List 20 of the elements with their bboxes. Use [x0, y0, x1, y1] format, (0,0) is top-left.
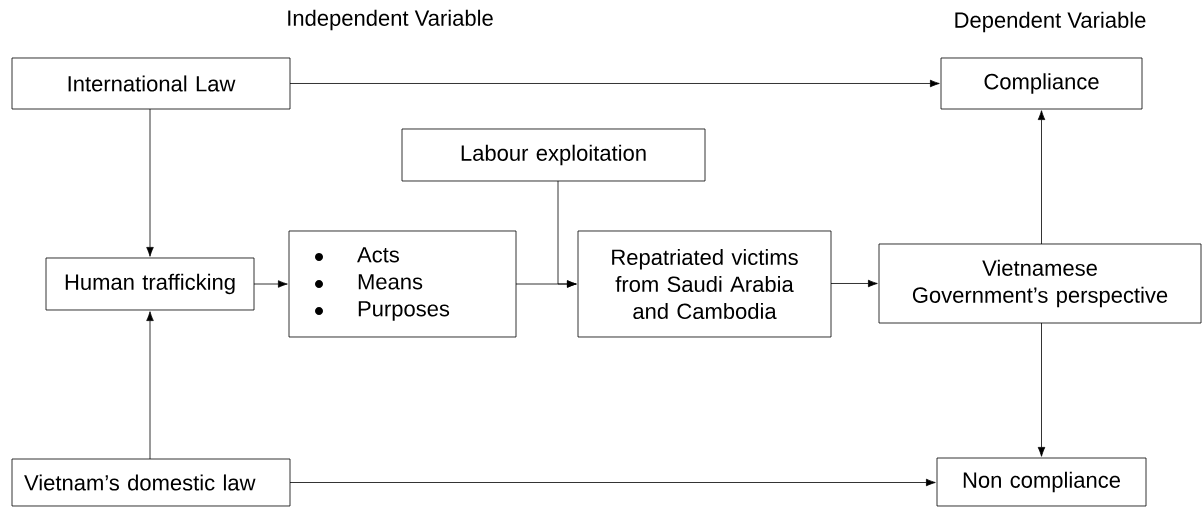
process-box: Acts Means Purposes — [288, 230, 517, 338]
heading-label: Independent Variable — [288, 9, 493, 31]
process-box: Non compliance — [936, 457, 1147, 507]
process-box: Repatriated victims from Saudi Arabia and Cambodia — [577, 230, 832, 338]
arrow — [146, 311, 154, 460]
process-box: Labour exploitation — [401, 128, 706, 182]
arrow — [515, 280, 577, 288]
process-box: International Law — [11, 57, 291, 110]
arrow — [1037, 110, 1046, 245]
arrow — [1037, 322, 1046, 457]
arrow — [289, 478, 936, 487]
process-box: Vietnamese Government’s perspective — [878, 243, 1202, 324]
arrow — [253, 280, 288, 288]
arrow — [146, 108, 154, 257]
arrow — [830, 279, 878, 288]
arrow — [289, 79, 940, 88]
heading-label: Dependent Variable — [955, 11, 1146, 33]
process-box: Vietnam’s domestic law — [11, 458, 291, 507]
process-box: Human trafficking — [45, 257, 255, 311]
process-box: Compliance — [940, 57, 1143, 110]
